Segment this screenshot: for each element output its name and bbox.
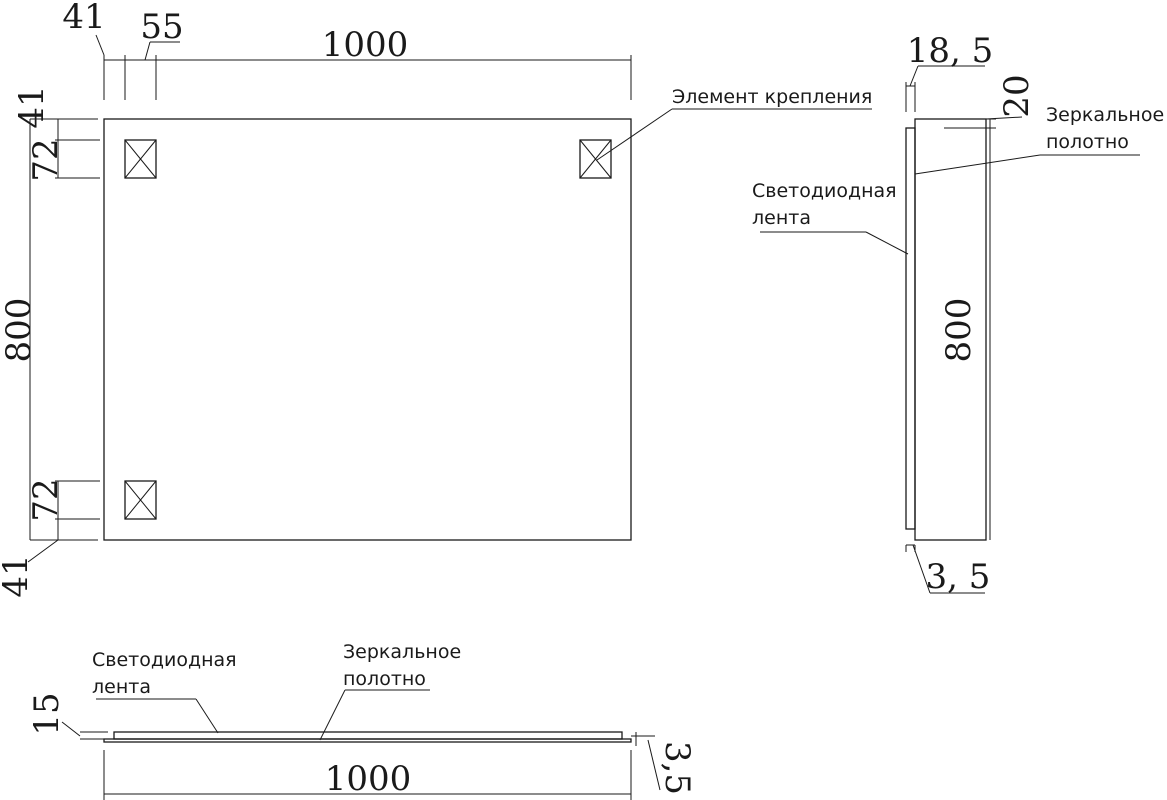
mount-element-top-right: [579, 139, 612, 179]
dim-mount-bottom-label: 72: [26, 478, 66, 521]
side-led-leader: [760, 231, 909, 255]
bottom-thickness-label: 15: [27, 692, 67, 735]
front-view: 1000 41 55 800 41 72 72 41 Элемент крепл…: [0, 0, 872, 598]
bottom-dims: [61, 721, 661, 800]
bottom-led-label-line2: лента: [92, 676, 151, 698]
dim-height-left-label: 800: [0, 298, 39, 363]
side-led-label-line2: лента: [752, 207, 811, 229]
bottom-led-strip: [113, 731, 623, 740]
mirror-front-outline: [103, 118, 632, 541]
side-led-strip: [905, 127, 916, 530]
mount-leader: [596, 108, 872, 161]
mount-element-top-left: [124, 139, 157, 179]
side-view: 18, 5 20 800 3, 5 Зеркальное полотно Све…: [752, 31, 1164, 597]
dim-offset-x1-label: 41: [62, 0, 105, 37]
side-dims: [905, 65, 1023, 594]
bottom-view: 1000 15 3,5 Светодиодная лента Зеркально…: [27, 641, 697, 800]
mount-element-bottom-left: [124, 480, 157, 520]
bottom-mirror-leader: [319, 689, 430, 741]
side-mirror-label-line1: Зеркальное: [1046, 104, 1164, 126]
mount-element-label: Элемент крепления: [672, 86, 872, 108]
side-thickness-label: 18, 5: [907, 31, 994, 71]
dim-offset-top-label: 41: [12, 85, 52, 128]
side-top-offset-label: 20: [997, 74, 1037, 117]
side-height-label: 800: [939, 298, 979, 363]
bottom-offset-label: 3,5: [657, 741, 697, 795]
dim-mount-top-label: 72: [26, 138, 66, 181]
bottom-mirror-panel: [103, 738, 632, 743]
bottom-width-label: 1000: [325, 759, 412, 799]
dim-width-top-label: 1000: [322, 25, 409, 65]
dim-width-top: [95, 34, 632, 100]
dim-offset-x2-label: 55: [140, 7, 183, 47]
bottom-led-leader: [96, 698, 219, 734]
side-mirror-leader: [914, 154, 1140, 175]
bottom-mirror-label-line2: полотно: [343, 668, 426, 690]
bottom-mirror-label-line1: Зеркальное: [343, 641, 461, 663]
side-mirror-label-line2: полотно: [1046, 131, 1129, 153]
dim-offset-bottom-label: 41: [0, 554, 36, 597]
dim-height-left: [27, 118, 100, 563]
bottom-led-label-line1: Светодиодная: [92, 649, 237, 671]
side-bottom-label: 3, 5: [926, 557, 991, 597]
side-led-label-line1: Светодиодная: [752, 180, 897, 202]
